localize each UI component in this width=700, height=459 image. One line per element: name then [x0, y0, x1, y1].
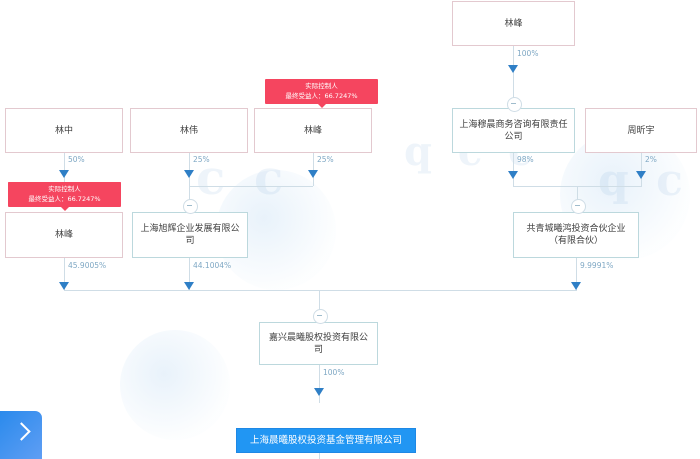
arrow-lin-feng-to-jiaxing [59, 282, 69, 290]
connector-lin-zhong-down [64, 153, 65, 185]
connector-bus-xuhui [189, 186, 313, 187]
percent-lin-zhong-to-lin-feng: 50% [68, 155, 85, 164]
arrow-jiaxing-to-target [314, 388, 324, 396]
percent-lin-feng-to-mu-chen: 100% [517, 49, 539, 58]
percent-zhou-to-xihong: 2% [645, 155, 657, 164]
arrow-lin-zhong-to-lin-feng [59, 170, 69, 178]
badge-actual-controller-left-content: 实际控制人 最终受益人：66.7247% [8, 182, 121, 211]
percent-lin-feng-to-xuhui: 25% [317, 155, 334, 164]
badge-line1-top: 实际控制人 [305, 82, 338, 90]
collapse-toggle-xihong[interactable] [571, 199, 586, 214]
node-lin-feng-mid-top[interactable]: 林峰 [254, 108, 372, 153]
arrow-zhou-to-xihong [636, 171, 646, 179]
connector-mu-chen-down [513, 153, 514, 186]
node-lin-feng-left[interactable]: 林峰 [5, 212, 123, 258]
collapse-toggle-mu-chen[interactable] [507, 97, 522, 112]
node-zhou-xinyu[interactable]: 周昕宇 [585, 108, 697, 153]
arrow-mu-chen-to-xihong [508, 171, 518, 179]
badge-line2-top: 最终受益人：66.7247% [285, 91, 358, 100]
arrow-lin-feng-to-mu-chen [508, 65, 518, 73]
node-xihong[interactable]: 共青城曦鸿投资合伙企业（有限合伙） [513, 212, 639, 258]
arrow-lin-feng-to-xuhui [308, 170, 318, 178]
percent-lin-feng-to-jiaxing: 45.9005% [68, 261, 107, 270]
connector-lin-feng-top-to-mu-chen [513, 46, 514, 104]
badge-line1-left: 实际控制人 [48, 185, 81, 193]
watermark-text-mid-left: c c [196, 150, 290, 206]
connector-lin-wei-down [189, 153, 190, 186]
node-lin-zhong[interactable]: 林中 [5, 108, 123, 153]
connector-bus-to-xuhui [189, 186, 190, 203]
connector-bus-to-xihong [577, 186, 578, 203]
connector-lin-feng-left-down [64, 258, 65, 290]
connector-xuhui-down [189, 258, 190, 290]
percent-jiaxing-to-target: 100% [323, 368, 345, 377]
connector-bus-jiaxing [64, 290, 577, 291]
node-jiaxing[interactable]: 嘉兴晨曦股权投资有限公司 [259, 322, 378, 365]
app-logo[interactable] [0, 411, 42, 459]
collapse-toggle-jiaxing[interactable] [313, 309, 328, 324]
badge-line2-left: 最终受益人：66.7247% [28, 194, 101, 203]
connector-lin-feng-mid-down [313, 153, 314, 186]
watermark-blob-3 [120, 330, 230, 440]
connector-xihong-down [576, 258, 577, 290]
percent-mu-chen-to-xihong: 98% [517, 155, 534, 164]
chevron-right-icon [12, 422, 31, 441]
node-lin-feng-top[interactable]: 林峰 [452, 1, 575, 46]
node-lin-wei[interactable]: 林伟 [130, 108, 248, 153]
arrow-lin-wei-to-xuhui [184, 170, 194, 178]
collapse-toggle-xuhui[interactable] [183, 199, 198, 214]
arrow-xuhui-to-jiaxing [184, 282, 194, 290]
percent-xuhui-to-jiaxing: 44.1004% [193, 261, 232, 270]
arrow-xihong-to-jiaxing [571, 282, 581, 290]
badge-actual-controller-top: 实际控制人 最终受益人：66.7247% [265, 79, 378, 108]
connector-bus-to-jiaxing [319, 290, 320, 313]
connector-target-down [319, 453, 320, 459]
percent-lin-wei-to-xuhui: 25% [193, 155, 210, 164]
connector-zhou-down [641, 153, 642, 186]
connector-jiaxing-down [319, 365, 320, 403]
percent-xihong-to-jiaxing: 9.9991% [580, 261, 614, 270]
node-xuhui[interactable]: 上海旭辉企业发展有限公司 [132, 212, 248, 258]
node-mu-chen[interactable]: 上海穆晨商务咨询有限责任公司 [452, 108, 575, 153]
node-target-company[interactable]: 上海晨曦股权投资基金管理有限公司 [236, 428, 416, 453]
